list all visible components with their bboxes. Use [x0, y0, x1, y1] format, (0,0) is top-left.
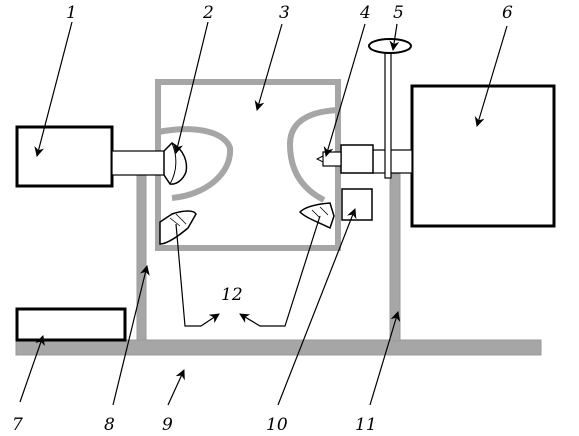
vertical-rod [384, 47, 392, 179]
leader-12-right [239, 215, 321, 327]
label-8: 8 [104, 415, 115, 435]
bottom-left-box [15, 307, 127, 342]
leader-5 [389, 23, 400, 51]
label-1: 1 [66, 3, 77, 23]
leader-6 [474, 25, 508, 127]
chamber-right-wall [286, 107, 339, 203]
base-rail [15, 339, 542, 356]
cone-inner-line [169, 142, 177, 185]
left-clamp-hatch [169, 213, 187, 227]
left-support-post [136, 171, 147, 341]
label-5: 5 [393, 3, 404, 23]
leader-3 [254, 23, 283, 111]
left-cone-nozzle [163, 142, 188, 185]
label-10: 10 [266, 415, 288, 435]
leader-11 [369, 311, 401, 406]
label-3: 3 [279, 3, 290, 23]
leader-9 [167, 369, 185, 406]
label-2: 2 [202, 3, 214, 23]
leader-8 [112, 265, 150, 406]
chamber-left-wall [157, 126, 234, 201]
right-support-post [389, 173, 401, 342]
tip-point [315, 155, 324, 163]
right-clamp-hatch [311, 206, 329, 219]
handwheel [368, 38, 412, 54]
leader-7 [19, 335, 45, 403]
leader-2 [173, 21, 209, 154]
holder-block [340, 144, 374, 174]
label-9: 9 [162, 415, 173, 435]
left-shaft [111, 150, 167, 176]
holder-tip [322, 151, 342, 167]
left-unit-box [15, 125, 114, 188]
label-4: 4 [359, 3, 371, 23]
leader-12-left [175, 223, 220, 327]
label-7: 7 [12, 415, 23, 435]
right-unit-box [410, 84, 556, 228]
right-shaft [371, 149, 413, 174]
label-12: 12 [221, 285, 243, 305]
label-11: 11 [355, 415, 377, 435]
leader-10 [277, 208, 357, 406]
leader-1 [34, 21, 73, 157]
label-6: 6 [502, 3, 513, 23]
left-clamp [159, 210, 197, 245]
small-detector-box [341, 188, 373, 221]
leader-4 [323, 23, 366, 157]
